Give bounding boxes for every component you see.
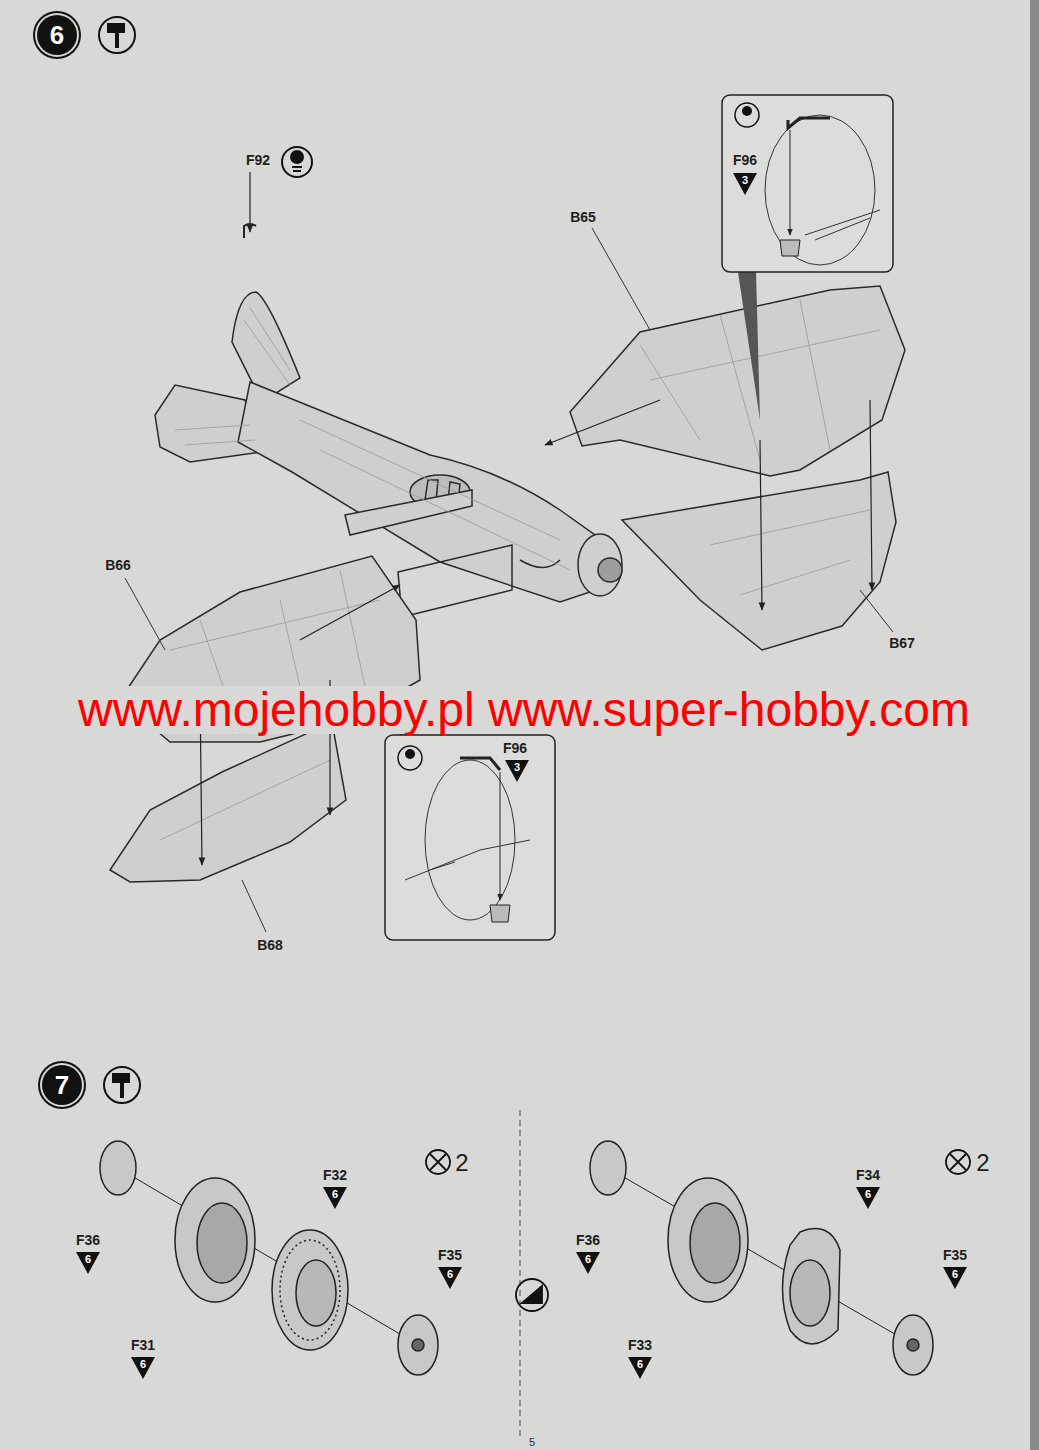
part-number: B68 — [257, 938, 283, 952]
part-number: B65 — [570, 210, 596, 224]
paint-callout: 6 — [332, 1189, 338, 1200]
detail-inset — [722, 95, 893, 272]
paint-callout: 6 — [952, 1269, 958, 1280]
paint-triangle — [856, 1187, 880, 1209]
part-number: F32 — [323, 1168, 347, 1182]
paint-triangle — [576, 1252, 600, 1274]
part-number: F92 — [246, 153, 270, 167]
paint-triangle — [438, 1267, 462, 1289]
detail-inset — [385, 735, 555, 940]
page-edge — [1030, 0, 1039, 1450]
hammer-icon — [99, 17, 135, 53]
panel-lines — [175, 308, 570, 570]
paint-callout: 6 — [637, 1359, 643, 1370]
watermark: www.mojehobby.pl www.super-hobby.com — [74, 686, 974, 734]
paint-callout: 3 — [742, 175, 748, 186]
paint-callout: 3 — [514, 762, 520, 773]
wing-part — [570, 286, 905, 650]
quantity-number: 2 — [976, 1151, 989, 1175]
part-number: F96 — [733, 153, 757, 167]
paint-callout: 6 — [865, 1189, 871, 1200]
aircraft-fuselage — [155, 292, 622, 617]
part-number: F96 — [503, 741, 527, 755]
antenna-part — [244, 224, 256, 238]
paint-triangle — [733, 173, 757, 195]
step-number: 6 — [37, 15, 77, 55]
page-number: 5 — [529, 1437, 535, 1448]
part-number: F35 — [438, 1248, 462, 1262]
glue-icon — [282, 147, 312, 177]
paint-callout: 6 — [140, 1359, 146, 1370]
divider-line — [520, 1110, 521, 1440]
part-number: F35 — [943, 1248, 967, 1262]
quantity-symbol — [426, 1150, 970, 1174]
detail-pointer — [738, 272, 760, 420]
part-number: F36 — [76, 1233, 100, 1247]
part-number: B66 — [105, 558, 131, 572]
step-number-text: 6 — [50, 22, 64, 48]
paint-callout: 6 — [447, 1269, 453, 1280]
wheel-parts — [100, 1141, 933, 1375]
paint-callout: 6 — [85, 1254, 91, 1265]
paint-triangle — [505, 760, 529, 782]
paint-triangle — [76, 1252, 100, 1274]
step-number-text: 7 — [55, 1072, 69, 1098]
hammer-icon — [104, 1067, 140, 1103]
paint-callout: 6 — [585, 1254, 591, 1265]
part-number: F31 — [131, 1338, 155, 1352]
quantity-number: 2 — [455, 1151, 468, 1175]
paint-triangle — [323, 1187, 347, 1209]
part-number: F33 — [628, 1338, 652, 1352]
paint-triangle — [628, 1357, 652, 1379]
part-number: F34 — [856, 1168, 880, 1182]
symmetry-symbol — [516, 1279, 548, 1311]
part-number: F36 — [576, 1233, 600, 1247]
part-number: B67 — [889, 636, 915, 650]
paint-triangle — [131, 1357, 155, 1379]
paint-triangle — [943, 1267, 967, 1289]
step-number: 7 — [42, 1065, 82, 1105]
